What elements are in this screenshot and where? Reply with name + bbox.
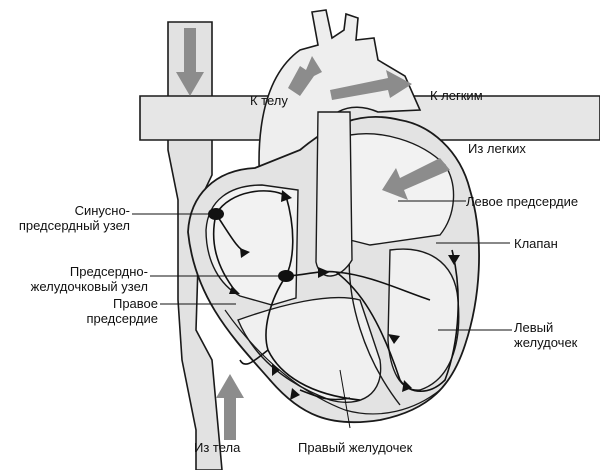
label-left-ventricle: Левый желудочек <box>514 320 578 350</box>
label-from-lungs: Из легких <box>468 141 526 156</box>
sa-node-marker <box>208 208 224 220</box>
label-to-lungs: К легким <box>430 88 483 103</box>
conduction-arrowheads <box>229 190 460 400</box>
arrow-up-from-body-icon <box>216 374 244 440</box>
arrow-down-from-top-icon <box>176 28 204 96</box>
leader-lines <box>132 200 512 429</box>
label-right-ventricle: Правый желудочек <box>298 440 413 455</box>
flow-arrows <box>176 28 450 440</box>
label-right-atrium: Правое предсердие <box>86 296 158 326</box>
arrow-from-lungs-icon <box>382 158 450 200</box>
label-left-atrium: Левое предсердие <box>466 194 579 209</box>
arrow-to-body-icon <box>288 56 322 96</box>
aorta-trunk <box>315 111 353 277</box>
label-from-body: Из тела <box>194 440 241 455</box>
label-valve: Клапан <box>514 236 558 251</box>
label-to-body: К телу <box>250 93 288 108</box>
label-av-node: Предсердно- желудочковый узел <box>30 264 148 294</box>
av-node-marker <box>278 270 294 282</box>
arrow-to-lungs-icon <box>330 70 412 100</box>
label-sa-node: Синусно- предсердный узел <box>18 203 130 233</box>
